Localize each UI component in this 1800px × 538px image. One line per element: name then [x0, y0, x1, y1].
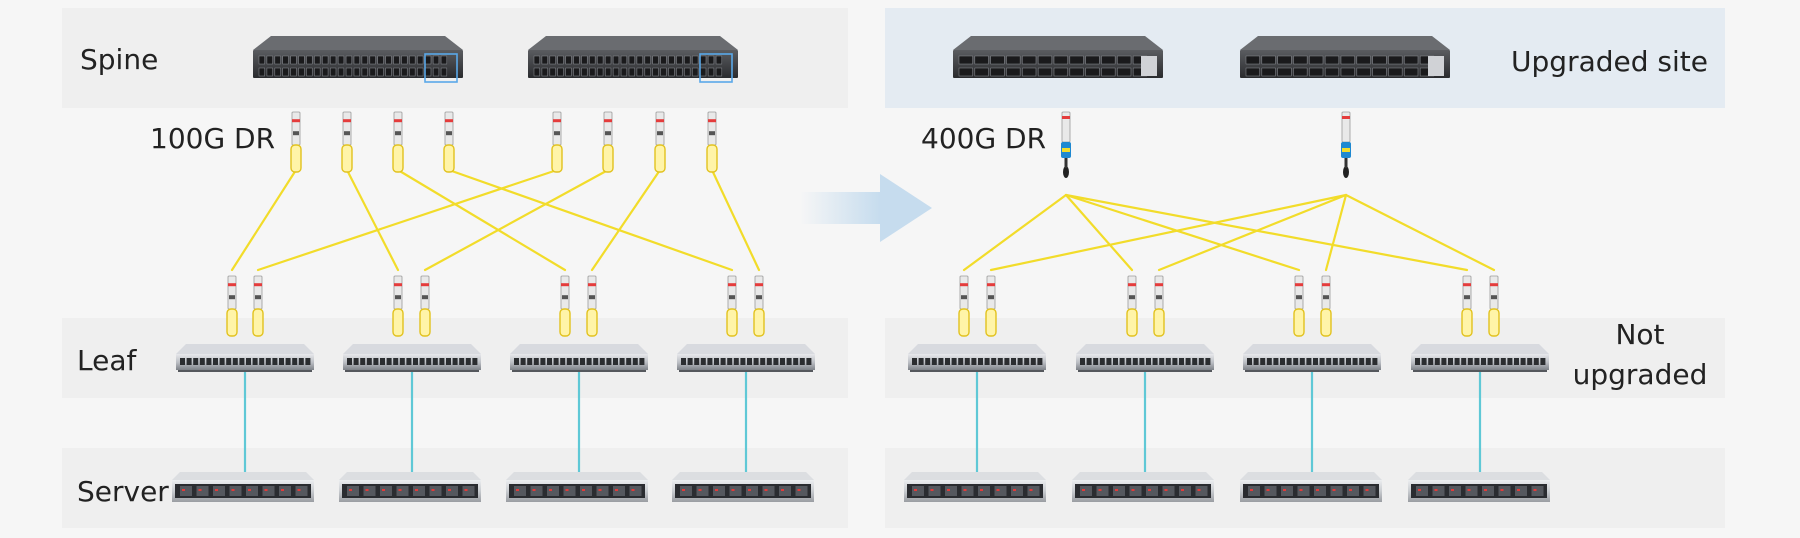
leaf-transceiver-left-1: [226, 275, 238, 337]
leaf-transceiver-right-3: [1126, 275, 1138, 337]
leaf-transceiver-left-3: [392, 275, 404, 337]
leaf-transceiver-right-5: [1293, 275, 1305, 337]
server-left-3: [506, 472, 648, 502]
fiber-100g-8: [710, 168, 761, 272]
leaf-transceiver-right-6: [1320, 275, 1332, 337]
fiber-400g-breakout-4: [1064, 193, 1469, 272]
connection-links: [230, 168, 1496, 474]
fiber-100g-1: [230, 168, 298, 272]
leaf-transceiver-left-4: [419, 275, 431, 337]
server-left-1: [172, 472, 314, 502]
fiber-400g-breakout-5: [989, 193, 1348, 272]
leaf-transceiver-left-7: [726, 275, 738, 337]
spine-transceiver-100g-5: [551, 111, 563, 173]
spine-transceiver-100g-7: [654, 111, 666, 173]
leaf-switch-right-4: [1411, 344, 1549, 372]
leaf-switch-right-2: [1076, 344, 1214, 372]
spine-label: Spine: [80, 43, 158, 76]
spine-switch-right-2: [1240, 36, 1450, 78]
leaf-transceiver-right-8: [1488, 275, 1500, 337]
spine-transceiver-100g-2: [341, 111, 353, 173]
spine-transceiver-100g-4: [443, 111, 455, 173]
leaf-transceiver-right-4: [1153, 275, 1165, 337]
spine-switch-left-1: [253, 36, 463, 83]
leaf-transceiver-left-2: [252, 275, 264, 337]
server-label: Server: [77, 475, 169, 508]
not-upgraded-label-line1: Not: [1615, 318, 1664, 351]
server-right-1: [904, 472, 1046, 502]
leaf-switch-left-3: [510, 344, 648, 372]
fiber-400g-breakout-2: [1064, 193, 1134, 272]
fiber-400g-breakout-8: [1344, 193, 1496, 272]
fiber-100g-2: [345, 168, 400, 272]
fiber-400g-breakout-7: [1324, 193, 1348, 272]
leaf-transceiver-right-1: [958, 275, 970, 337]
leaf-transceiver-left-8: [753, 275, 765, 337]
fiber-100g-6: [423, 168, 610, 272]
network-devices: [172, 36, 1550, 502]
fiber-100g-4: [447, 168, 734, 272]
spine-switch-left-2: [528, 36, 738, 83]
leaf-switch-left-1: [176, 344, 314, 372]
leaf-switch-right-3: [1243, 344, 1381, 372]
server-left-4: [672, 472, 814, 502]
spine-transceiver-100g-8: [706, 111, 718, 173]
fiber-100g-7: [590, 168, 662, 272]
leaf-switch-left-2: [343, 344, 481, 372]
fiber-100g-5: [256, 168, 559, 272]
spine-transceiver-400g-1: [1061, 111, 1071, 178]
fiber-100g-3: [396, 168, 567, 272]
spine-switch-right-1: [953, 36, 1163, 78]
fiber-400g-breakout-1: [962, 193, 1068, 272]
server-right-2: [1072, 472, 1214, 502]
leaf-transceiver-right-7: [1461, 275, 1473, 337]
server-right-3: [1240, 472, 1382, 502]
spine-transceiver-400g-2: [1341, 111, 1351, 178]
right-arrow-icon: [800, 174, 932, 242]
fiber-400g-breakout-3: [1064, 193, 1301, 272]
server-right-4: [1408, 472, 1550, 502]
leaf-switch-right-1: [908, 344, 1046, 372]
leaf-transceiver-left-5: [559, 275, 571, 337]
tier-labels: Spine 100G DR Leaf Server 400G DR Upgrad…: [77, 43, 1708, 508]
spine-transceiver-100g-3: [392, 111, 404, 173]
leaf-label: Leaf: [77, 344, 137, 377]
server-left-2: [339, 472, 481, 502]
upgraded-site-label: Upgraded site: [1511, 45, 1708, 78]
spine-transceiver-100g-1: [290, 111, 302, 173]
link-label-100g: 100G DR: [150, 122, 275, 155]
not-upgraded-label-line2: upgraded: [1573, 358, 1708, 391]
link-label-400g: 400G DR: [921, 122, 1046, 155]
leaf-transceiver-left-6: [586, 275, 598, 337]
spine-transceiver-100g-6: [602, 111, 614, 173]
fiber-400g-breakout-6: [1157, 193, 1348, 272]
leaf-transceiver-right-2: [985, 275, 997, 337]
leaf-switch-left-4: [677, 344, 815, 372]
